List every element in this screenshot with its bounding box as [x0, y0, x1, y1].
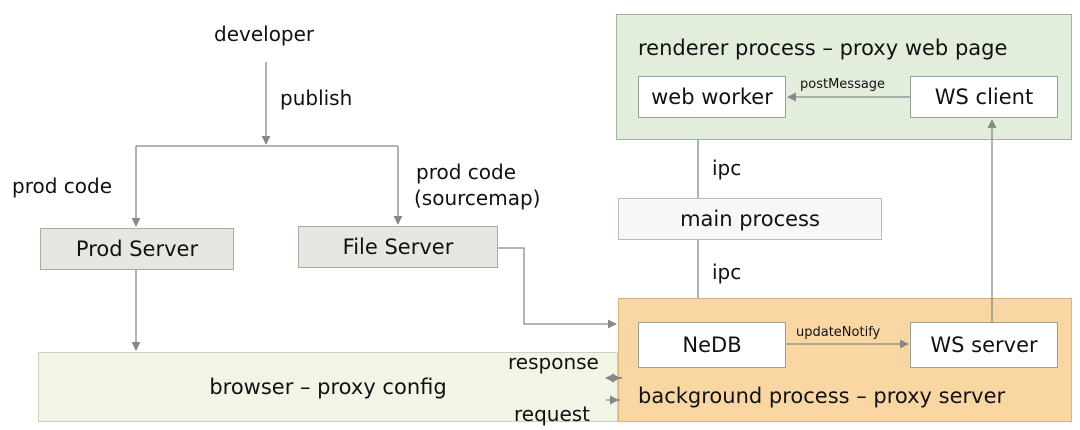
- web-worker-label: web worker: [651, 85, 773, 109]
- update-notify-label: updateNotify: [796, 325, 881, 340]
- request-label: request: [514, 402, 591, 426]
- file-server-label: File Server: [342, 235, 454, 259]
- prod-code-right-line1: prod code: [416, 160, 516, 184]
- ws-server-label: WS server: [930, 333, 1038, 357]
- nedb-box: NeDB: [638, 322, 786, 368]
- file-server-box: File Server: [298, 226, 498, 268]
- browser-label: browser – proxy config: [209, 375, 447, 399]
- web-worker-box: web worker: [638, 76, 786, 118]
- main-process-box: main process: [618, 198, 882, 240]
- prod-server-box: Prod Server: [40, 228, 234, 270]
- developer-label: developer: [214, 22, 315, 46]
- nedb-label: NeDB: [682, 333, 742, 357]
- prod-code-right-line2: (sourcemap): [414, 186, 541, 210]
- main-process-label: main process: [680, 207, 820, 231]
- publish-label: publish: [280, 86, 353, 110]
- browser-proxy-config-box: browser – proxy config: [38, 352, 618, 422]
- file-server-to-background-arrow: [498, 247, 617, 329]
- post-message-label: postMessage: [800, 77, 886, 92]
- ipc-bottom-label: ipc: [712, 260, 742, 284]
- ipc-top-label: ipc: [712, 156, 742, 180]
- background-process-title: background process – proxy server: [638, 384, 1006, 408]
- renderer-process-title: renderer process – proxy web page: [638, 36, 1008, 60]
- prod-server-label: Prod Server: [75, 237, 199, 261]
- ws-client-box: WS client: [910, 76, 1058, 118]
- ws-client-label: WS client: [934, 85, 1034, 109]
- ws-server-box: WS server: [910, 322, 1058, 368]
- prod-code-left-label: prod code: [12, 174, 112, 198]
- response-label: response: [508, 350, 599, 374]
